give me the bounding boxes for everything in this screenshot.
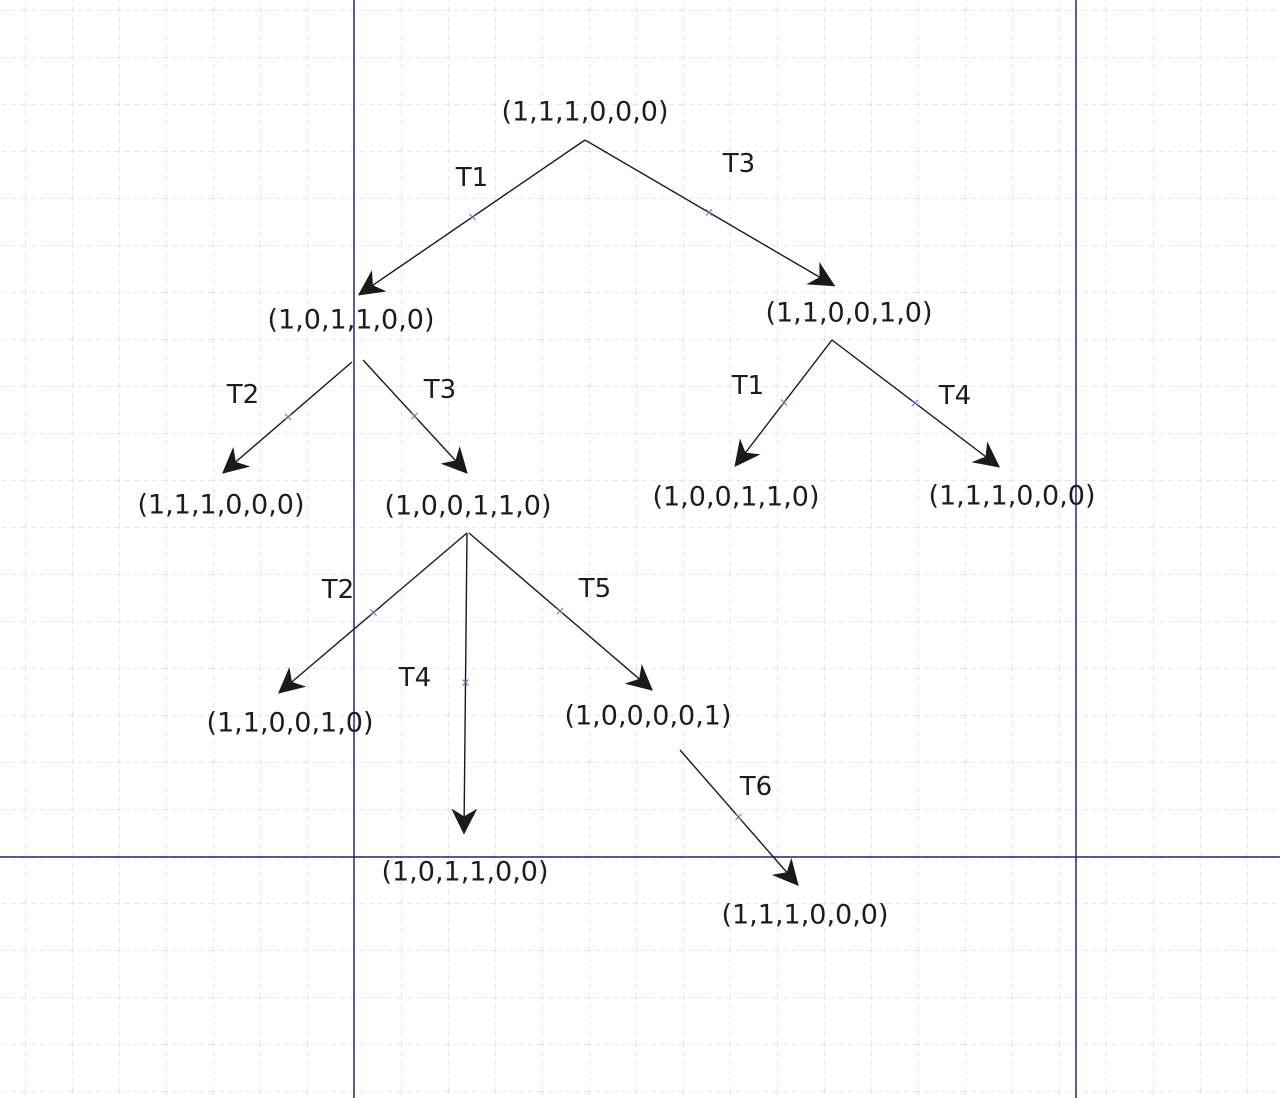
edge-midpoint-mark: [911, 399, 919, 407]
edge-label: T1: [455, 163, 489, 193]
node-label[interactable]: (1,0,0,1,1,0): [652, 481, 820, 513]
edge-midpoint-mark: [370, 609, 377, 616]
edges-layer: [222, 139, 1001, 886]
edge-midpoint-mark: [469, 213, 476, 221]
edge-label: T1: [731, 371, 765, 401]
node-label[interactable]: (1,1,1,0,0,0): [928, 480, 1096, 512]
node-label[interactable]: (1,0,1,1,0,0): [267, 304, 435, 336]
node-label[interactable]: (1,1,1,0,0,0): [501, 96, 669, 128]
edge-label: T2: [226, 380, 260, 410]
edge-midpoint-mark: [705, 209, 713, 216]
node-label[interactable]: (1,0,1,1,0,0): [381, 856, 549, 888]
edge-midpoint-mark: [556, 607, 564, 615]
edge-midpoint-mark: [411, 412, 418, 420]
edge-midpoint-mark: [462, 679, 469, 686]
edge-label: T5: [578, 574, 612, 604]
node-label[interactable]: (1,1,0,0,1,0): [765, 297, 933, 329]
edge-label: T3: [722, 149, 756, 179]
edge-midpoint-mark: [780, 399, 788, 406]
edge-midpoint-mark: [284, 413, 292, 421]
edge-label: T3: [423, 375, 457, 405]
edge-label: T4: [938, 381, 972, 411]
node-label[interactable]: (1,0,0,1,1,0): [384, 490, 552, 522]
edge-label: T4: [398, 663, 432, 693]
node-label[interactable]: (1,1,1,0,0,0): [137, 489, 305, 521]
node-label[interactable]: (1,1,1,0,0,0): [721, 899, 889, 931]
edge-label: T6: [739, 772, 773, 802]
edge-midpoint-mark: [735, 813, 742, 821]
node-label[interactable]: (1,1,0,0,1,0): [206, 707, 374, 739]
node-label[interactable]: (1,0,0,0,0,1): [564, 700, 732, 732]
edge-label: T2: [321, 575, 355, 605]
